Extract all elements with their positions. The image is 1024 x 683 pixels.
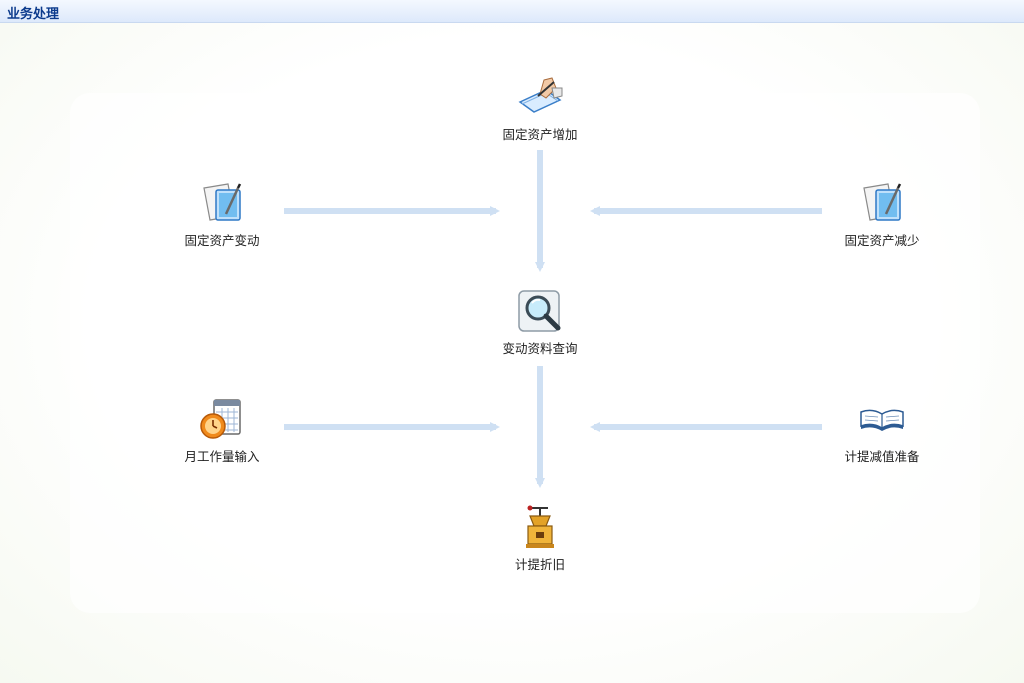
hand-writing-icon — [518, 77, 563, 113]
node-impairment-provision[interactable]: 计提减值准备 — [812, 396, 952, 465]
page-title: 业务处理 — [7, 7, 60, 22]
flow-canvas — [0, 23, 1024, 683]
node-label: 固定资产减少 — [844, 233, 920, 248]
node-asset-add[interactable]: 固定资产增加 — [470, 74, 610, 143]
node-label: 固定资产变动 — [184, 233, 260, 248]
node-label: 变动资料查询 — [502, 341, 578, 356]
node-depreciation[interactable]: 计提折旧 — [470, 504, 610, 573]
node-monthly-workload[interactable]: 月工作量输入 — [152, 396, 292, 465]
document-edit-icon — [203, 183, 242, 221]
magnifier-icon — [518, 290, 561, 332]
node-asset-reduce[interactable]: 固定资产减少 — [812, 180, 952, 249]
open-book-icon — [860, 409, 904, 431]
node-label: 月工作量输入 — [184, 449, 260, 464]
node-label: 计提折旧 — [514, 557, 565, 572]
node-label: 固定资产增加 — [502, 127, 578, 142]
document-edit-icon — [863, 183, 902, 221]
node-asset-change[interactable]: 固定资产变动 — [152, 180, 292, 249]
title-bar: 业务处理 — [0, 0, 1024, 23]
coffee-grinder-icon — [526, 505, 554, 548]
node-change-query[interactable]: 变动资料查询 — [470, 288, 610, 357]
calendar-clock-icon — [200, 399, 241, 439]
node-label: 计提减值准备 — [844, 449, 920, 464]
